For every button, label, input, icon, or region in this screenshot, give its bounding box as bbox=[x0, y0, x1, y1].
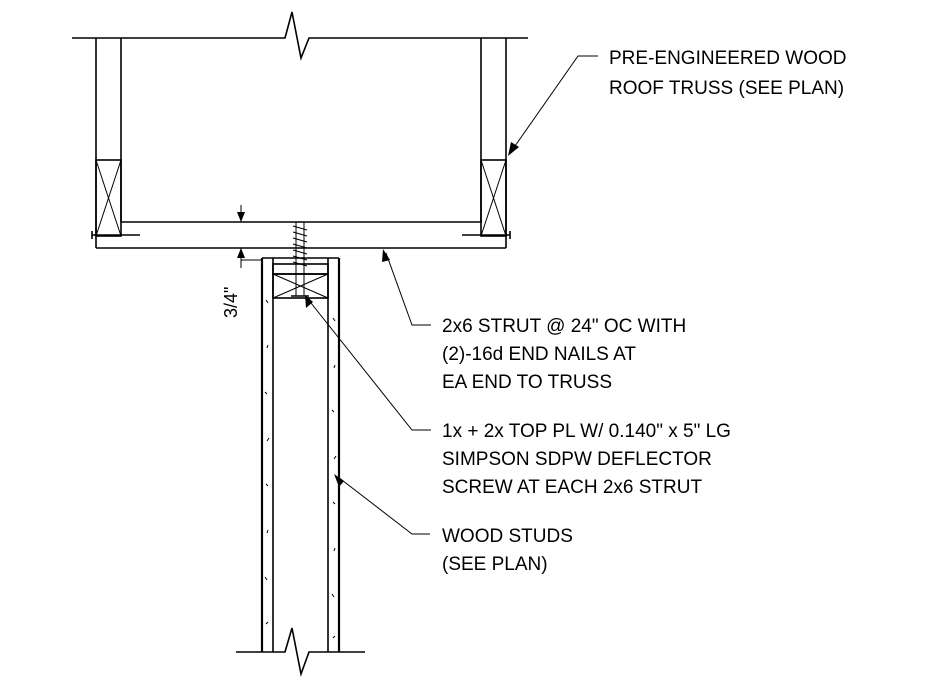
note-top-plate-line-2: SIMPSON SDPW DEFLECTOR bbox=[442, 449, 712, 470]
note-strut: 2x6 STRUT @ 24" OC WITH (2)-16d END NAIL… bbox=[442, 316, 686, 393]
leader-studs bbox=[334, 474, 430, 535]
note-strut-line-2: (2)-16d END NAILS AT bbox=[442, 344, 636, 365]
deflector-screw bbox=[291, 222, 309, 297]
right-blocking bbox=[462, 159, 511, 239]
note-truss-line-1: PRE-ENGINEERED WOOD bbox=[609, 48, 847, 69]
gypsum-hatch bbox=[264, 299, 337, 639]
roof-truss bbox=[72, 11, 528, 249]
note-truss: PRE-ENGINEERED WOOD ROOF TRUSS (SEE PLAN… bbox=[609, 48, 847, 99]
note-studs-line-1: WOOD STUDS bbox=[442, 526, 573, 547]
gap-dimension: 3/4" bbox=[221, 205, 262, 318]
note-top-plate-line-1: 1x + 2x TOP PL W/ 0.140" x 5" LG bbox=[442, 421, 731, 442]
leader-strut bbox=[382, 249, 431, 326]
leader-truss bbox=[508, 55, 598, 156]
wall bbox=[236, 257, 365, 677]
note-top-plate-line-3: SCREW AT EACH 2x6 STRUT bbox=[442, 477, 702, 498]
left-blocking bbox=[91, 159, 140, 239]
note-studs-line-2: (SEE PLAN) bbox=[442, 554, 548, 575]
gap-dimension-label: 3/4" bbox=[221, 287, 241, 318]
note-studs: WOOD STUDS (SEE PLAN) bbox=[442, 526, 573, 575]
note-truss-line-2: ROOF TRUSS (SEE PLAN) bbox=[609, 78, 844, 99]
note-top-plate: 1x + 2x TOP PL W/ 0.140" x 5" LG SIMPSON… bbox=[442, 421, 731, 498]
wall-bottom-break-line bbox=[236, 627, 365, 677]
note-strut-line-1: 2x6 STRUT @ 24" OC WITH bbox=[442, 316, 686, 337]
truss-top-break-line bbox=[72, 11, 528, 61]
note-strut-line-3: EA END TO TRUSS bbox=[442, 372, 612, 393]
leader-top-plate bbox=[305, 295, 431, 431]
top-plates bbox=[272, 263, 329, 299]
